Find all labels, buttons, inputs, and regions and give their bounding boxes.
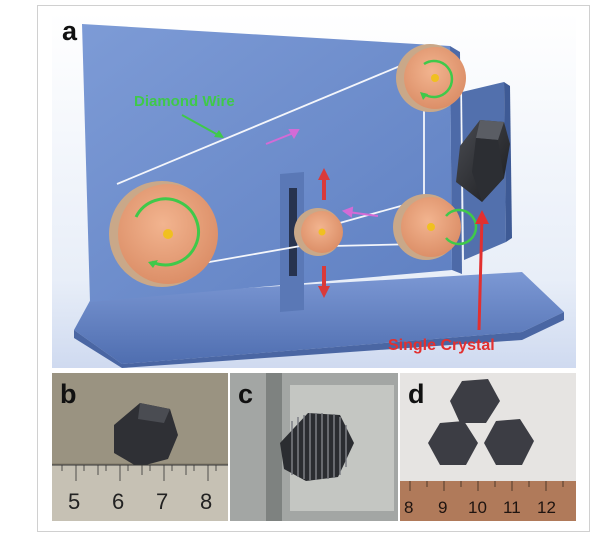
crystal-annotation-arrow xyxy=(475,210,489,331)
diamond-wire-label: Diamond Wire xyxy=(134,93,235,110)
panel-b-label: b xyxy=(60,379,77,409)
panel-c-label: c xyxy=(238,379,254,409)
ruler-d-tick-8: 8 xyxy=(404,498,413,517)
panel-c: c xyxy=(230,373,398,521)
ruler-b-tick-5: 5 xyxy=(68,489,80,514)
pulley-top-right xyxy=(396,44,466,112)
panel-d: 8 9 10 11 12 d xyxy=(400,373,576,521)
panel-b: 5 6 7 8 b xyxy=(52,373,228,521)
ruler-b-tick-6: 6 xyxy=(112,489,124,514)
ruler-d-tick-12: 12 xyxy=(537,498,556,517)
wire-saw-schematic: Diamond Wire Single Crystal xyxy=(52,12,576,368)
wire-annotation-arrow xyxy=(181,114,224,138)
ruler-b-tick-7: 7 xyxy=(156,489,168,514)
panel-d-label: d xyxy=(408,379,425,409)
pulley-bottom-right xyxy=(393,194,478,260)
pulley-middle xyxy=(294,208,343,256)
panel-d-photo: 8 9 10 11 12 xyxy=(400,373,576,521)
ruler-d-tick-11: 11 xyxy=(503,498,521,517)
wafers xyxy=(428,379,534,465)
slide-arrows xyxy=(318,168,330,298)
panel-a-label: a xyxy=(62,16,78,46)
single-crystal-label: Single Crystal xyxy=(388,337,495,354)
ruler-b-tick-8: 8 xyxy=(200,489,212,514)
panel-c-photo xyxy=(230,373,398,521)
ruler-d-tick-10: 10 xyxy=(468,498,487,517)
base-plate xyxy=(74,272,564,364)
panel-a: Diamond Wire Single Crystal a xyxy=(52,12,576,368)
ruler-d-tick-9: 9 xyxy=(438,498,447,517)
pulley-left xyxy=(109,181,218,287)
motion-arrows xyxy=(265,129,379,218)
panel-b-photo: 5 6 7 8 xyxy=(52,373,228,521)
hexagonal-crystal-icon xyxy=(456,120,510,202)
